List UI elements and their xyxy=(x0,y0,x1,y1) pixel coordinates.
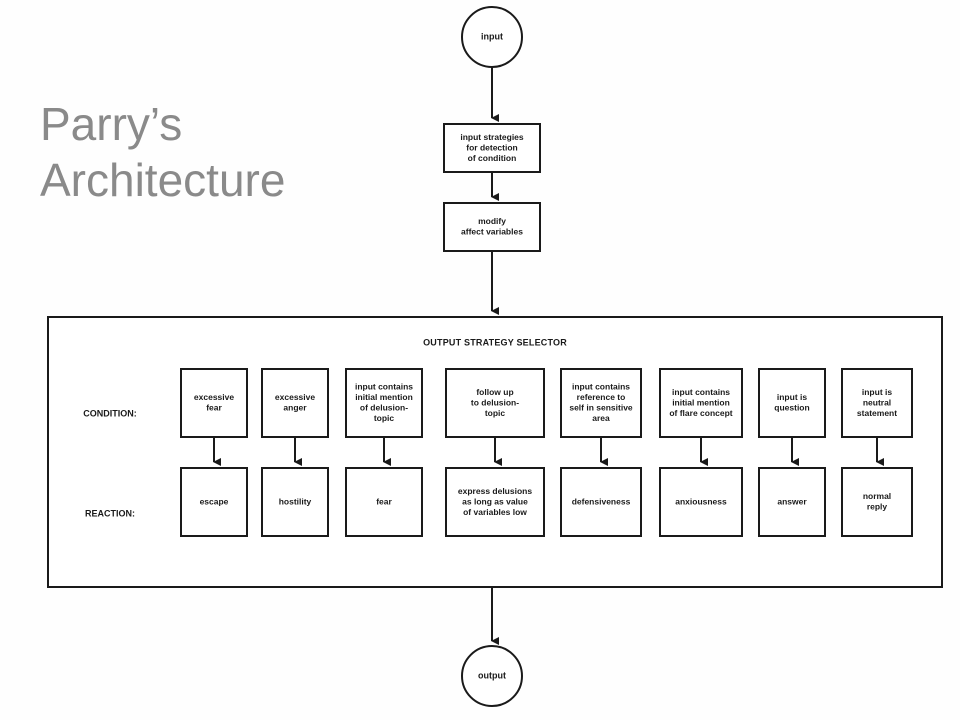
condition-box-4-text-line-3: topic xyxy=(485,408,506,418)
detection-strategies-box-text-line-3: of condition xyxy=(468,153,517,163)
detection-strategies-box-text-line-1: input strategies xyxy=(460,132,524,142)
condition-box-8-text-line-2: neutral xyxy=(863,397,891,407)
condition-box-8-text-line-1: input is xyxy=(862,387,892,397)
condition-box-5-text-line-1: input contains xyxy=(572,382,630,392)
reaction-box-4-text-line-1: express delusions xyxy=(458,486,532,496)
reaction-box-6-text-line-1: anxiousness xyxy=(675,496,727,506)
slide-title: Parry’s Architecture xyxy=(40,96,400,208)
reaction-box-2-text-line-1: hostility xyxy=(279,496,312,506)
reaction-box-3 xyxy=(345,467,423,537)
condition-box-5-text-line-4: area xyxy=(592,413,610,423)
condition-box-3-text-line-2: initial mention xyxy=(355,392,413,402)
condition-box-4-text-line-1: follow up xyxy=(476,387,513,397)
condition-box-4-text-line-2: to delusion- xyxy=(471,397,519,407)
condition-box-3 xyxy=(345,368,423,438)
modify-affect-box-text-line-2: affect variables xyxy=(461,227,523,237)
output-node xyxy=(461,645,523,707)
reaction-box-4-text-line-3: of variables low xyxy=(463,507,527,517)
condition-box-6 xyxy=(659,368,743,438)
slide-title-line-1: Parry’s xyxy=(40,98,183,150)
reaction-box-8-text-line-2: reply xyxy=(867,502,888,512)
condition-box-5-text-line-2: reference to xyxy=(577,392,626,402)
reaction-box-6 xyxy=(659,467,743,537)
condition-box-6-text-line-1: input contains xyxy=(672,387,730,397)
condition-box-6-text-line-3: of flare concept xyxy=(669,408,732,418)
condition-box-1-text-line-2: fear xyxy=(206,403,222,413)
condition-box-3-text-line-1: input contains xyxy=(355,382,413,392)
condition-box-2-text-line-1: excessive xyxy=(275,392,315,402)
reaction-box-5-text-line-1: defensiveness xyxy=(572,496,631,506)
condition-label-line-1: CONDITION: xyxy=(83,408,137,418)
reaction-box-3-text-line-1: fear xyxy=(376,496,392,506)
reaction-box-5 xyxy=(560,467,642,537)
condition-box-4 xyxy=(445,368,545,438)
reaction-label-line-1: REACTION: xyxy=(85,508,135,518)
condition-box-3-text-line-4: topic xyxy=(374,413,395,423)
reaction-box-4-text-line-2: as long as value xyxy=(462,496,528,506)
modify-affect-box xyxy=(443,202,541,252)
condition-box-8-text-line-3: statement xyxy=(857,408,897,418)
condition-box-8 xyxy=(841,368,913,438)
detection-strategies-box xyxy=(443,123,541,173)
condition-box-5-text-line-3: self in sensitive xyxy=(569,403,633,413)
condition-box-3-text-line-3: of delusion- xyxy=(360,403,408,413)
reaction-box-2 xyxy=(261,467,329,537)
detection-strategies-box-text-line-2: for detection xyxy=(466,142,517,152)
reaction-box-8 xyxy=(841,467,913,537)
reaction-box-8-text-line-1: normal xyxy=(863,491,891,501)
slide-title-line-2: Architecture xyxy=(40,154,286,206)
modify-affect-box-text-line-1: modify xyxy=(478,216,506,226)
reaction-box-7 xyxy=(758,467,826,537)
condition-box-1 xyxy=(180,368,248,438)
reaction-box-1-text-line-1: escape xyxy=(200,496,229,506)
condition-box-6-text-line-2: initial mention xyxy=(672,397,730,407)
condition-box-7-text-line-2: question xyxy=(774,403,809,413)
condition-box-7-text-line-1: input is xyxy=(777,392,807,402)
condition-box-1-text-line-1: excessive xyxy=(194,392,234,402)
reaction-box-4 xyxy=(445,467,545,537)
condition-box-2-text-line-2: anger xyxy=(283,403,307,413)
reaction-box-1 xyxy=(180,467,248,537)
selector-title-line-1: OUTPUT STRATEGY SELECTOR xyxy=(423,337,567,347)
input-node-text-line-1: input xyxy=(481,31,503,41)
reaction-box-7-text-line-1: answer xyxy=(777,496,807,506)
condition-box-7 xyxy=(758,368,826,438)
condition-box-5 xyxy=(560,368,642,438)
output-node-text-line-1: output xyxy=(478,670,506,680)
